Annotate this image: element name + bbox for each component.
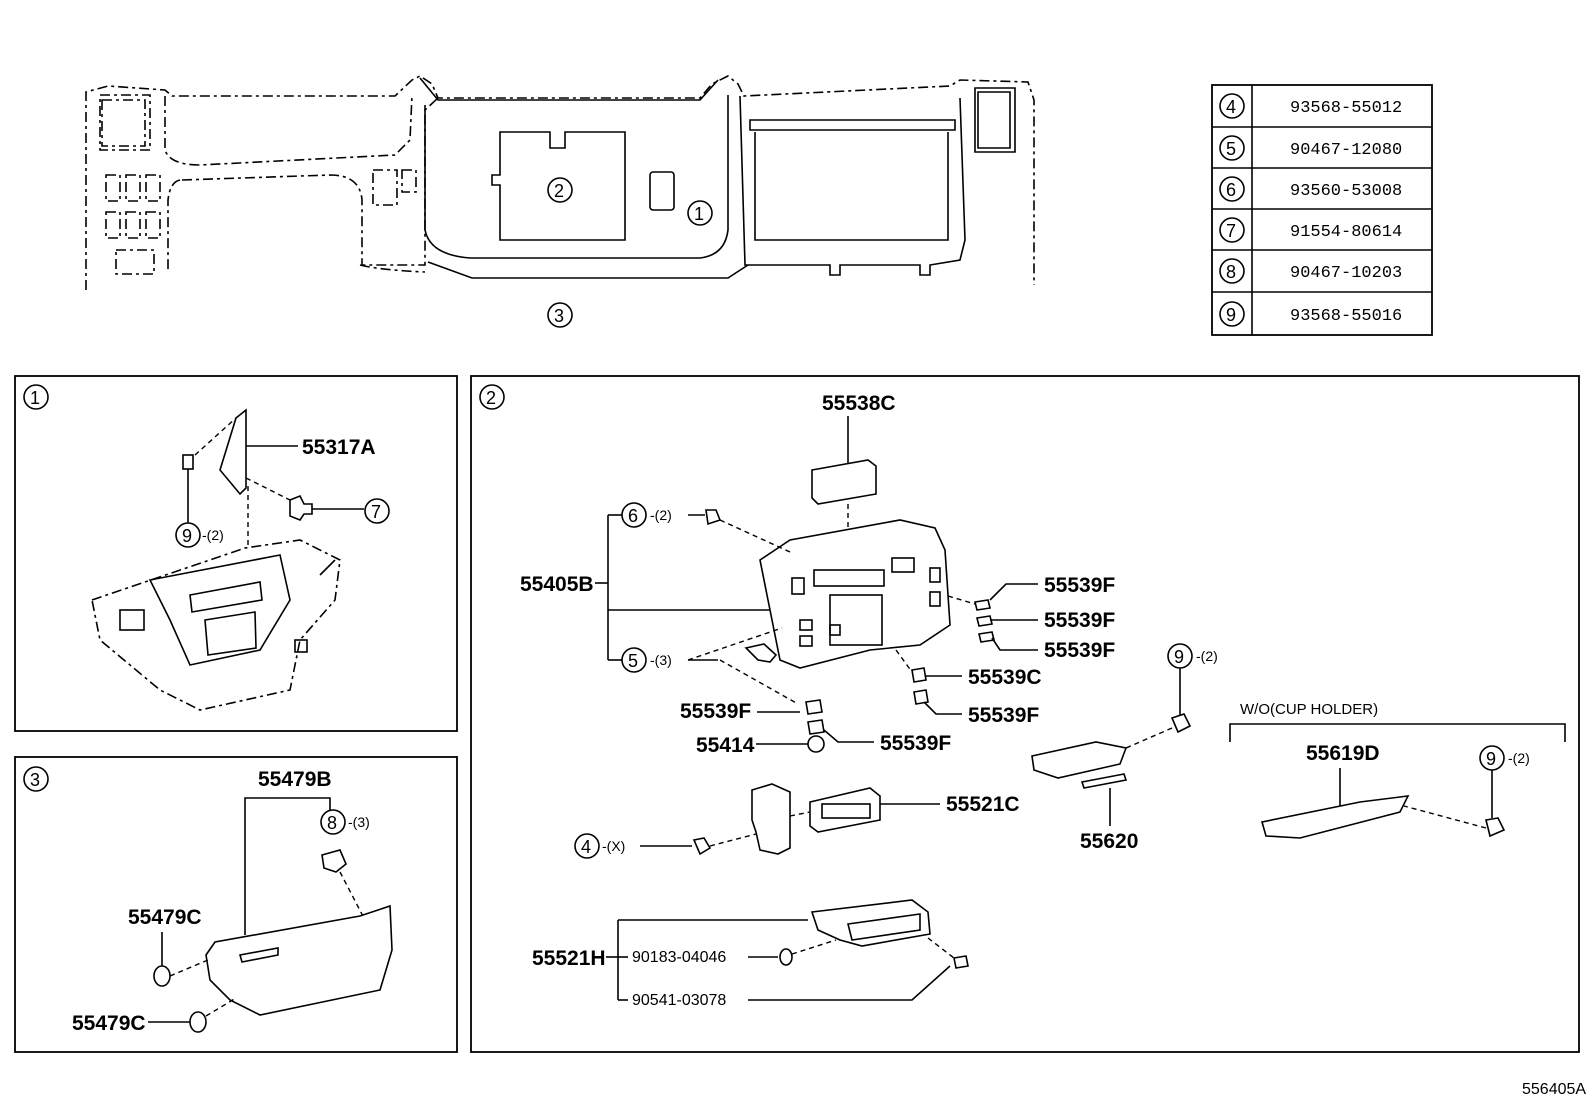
table-ref: 8 [1226,262,1236,282]
label-55539F-2: 55539F [1044,609,1115,632]
qty-label: -(2) [650,507,672,523]
label-55539F-4: 55539F [968,704,1039,727]
table-ref: 7 [1226,221,1236,241]
table-ref: 4 [1226,97,1236,117]
nut-icon [779,948,793,966]
part-55405B-panel [759,519,951,669]
table-part-number: 90467-12080 [1290,141,1402,160]
table-ref: 9 [1226,305,1236,325]
part-55539F-clip [978,631,995,643]
label-55539C: 55539C [968,666,1042,689]
part-55619D-panel [1260,795,1410,839]
part-number-table: 4 93568-55012 5 90467-12080 6 93560-5300… [1211,84,1433,336]
part-55521H-box [810,899,931,947]
label-55414: 55414 [696,734,755,757]
part-55539F-clip [974,599,991,611]
panel-3-index: 3 [30,770,40,790]
label-55317A: 55317A [302,436,376,459]
overview-marker-3: 3 [554,306,564,326]
panel-2: 2 55538C 55405B 6 -(2) 5 -(3) [470,375,1580,1053]
table-part-number: 93568-55016 [1290,307,1402,326]
label-55521H: 55521H [532,947,606,970]
table-ref: 6 [1226,180,1236,200]
label-55539F-1: 55539F [1044,574,1115,597]
table-row: 6 93560-53008 [1219,176,1402,202]
label-90541-03078: 90541-03078 [632,992,726,1009]
drawing-number: 556405A [1522,1081,1586,1098]
label-55620: 55620 [1080,830,1138,853]
panel-3: 3 55479B 8 -(3) 55479C 55479C [14,756,458,1053]
label-55521C: 55521C [946,793,1020,816]
label-55479C-upper: 55479C [128,906,202,929]
table-row: 5 90467-12080 [1219,135,1402,161]
label-55538C: 55538C [822,392,896,415]
table-part-number: 93560-53008 [1290,182,1402,201]
label-55539F-3: 55539F [1044,639,1115,662]
panel-2-index: 2 [486,388,496,408]
panel-1: 1 55317A 9 -(2) 7 [14,375,458,732]
screw-icon [289,494,313,521]
part-55538C [811,459,877,505]
screw-icon [182,454,194,476]
nut-icon [807,735,825,753]
table-part-number: 91554-80614 [1290,223,1402,242]
qty-label: -(3) [348,814,370,830]
panel-1-index: 1 [30,388,40,408]
part-bracket [751,783,791,855]
qty-label: -(3) [650,652,672,668]
part-55620-holder [1031,741,1128,779]
label-55479C-lower: 55479C [72,1012,146,1035]
clip-icon [744,643,778,663]
clip-icon [953,955,969,969]
part-55521C-pocket [809,787,881,833]
label-55539F-5: 55539F [680,700,751,723]
table-part-number: 90467-10203 [1290,264,1402,283]
ref-9-circle: 9 [182,526,192,546]
screw-icon [1485,817,1506,838]
table-part-number: 93568-55012 [1290,99,1402,118]
fastener-icon [189,1011,207,1033]
table-row: 4 93568-55012 [1219,93,1402,119]
label-90183-04046: 90183-04046 [632,949,726,966]
part-55539F-clip [805,699,823,715]
table-row: 8 90467-10203 [1219,258,1402,284]
table-row: 9 93568-55016 [1219,301,1402,327]
label-55405B: 55405B [520,573,594,596]
part-55539C-clip [911,667,927,683]
ref-5-circle: 5 [628,651,638,671]
qty-label: -(2) [1196,648,1218,664]
part-55539F-clip [976,615,993,627]
part-55539F-clip [913,689,929,705]
fastener-icon [153,965,171,987]
ref-6-circle: 6 [628,506,638,526]
overview-marker-1: 1 [694,204,704,224]
dashboard-overview: 2 1 3 [85,75,1035,328]
label-55479B: 55479B [258,768,332,791]
table-row: 7 91554-80614 [1219,217,1402,243]
qty-label: -(2) [202,527,224,543]
qty-label: -(X) [602,838,625,854]
wo-cup-holder-note: W/O(CUP HOLDER) [1240,701,1378,718]
ref-8-circle: 8 [327,813,337,833]
ref-4-circle: 4 [581,837,591,857]
ref-9b-circle: 9 [1486,749,1496,769]
ref-7-circle: 7 [371,502,381,522]
qty-label: -(2) [1508,750,1530,766]
part-55539F-clip [807,719,825,735]
screw-icon [705,509,722,526]
screw-icon [1170,713,1192,734]
clip-icon [321,849,347,873]
part-55479B-cover [205,904,393,1016]
label-55539F-6: 55539F [880,732,951,755]
table-ref: 5 [1226,139,1236,159]
screw-icon [692,837,712,856]
overview-marker-2: 2 [554,181,564,201]
ref-9-circle: 9 [1174,647,1184,667]
part-55317A-bracket [219,408,247,496]
label-55619D: 55619D [1306,742,1380,765]
